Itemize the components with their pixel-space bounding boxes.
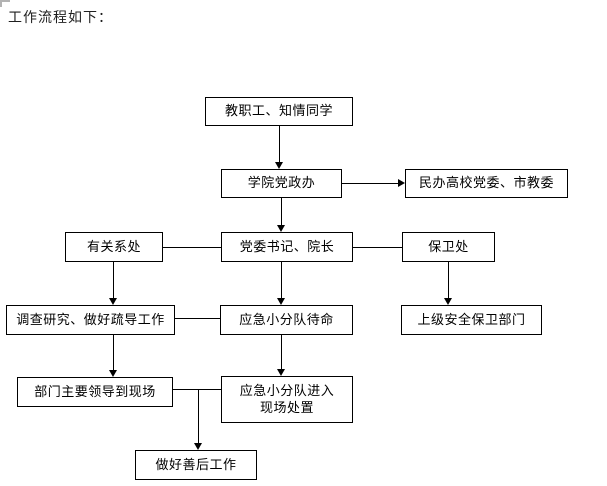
node-emergency-team-standby: 应急小分队待命 <box>220 305 353 335</box>
flowchart-title: 工作流程如下： <box>8 10 113 26</box>
node-superior-security-dept: 上级安全保卫部门 <box>401 305 542 335</box>
connector-departments-secretary-line <box>163 247 221 248</box>
arrowhead-down-icon <box>444 298 452 305</box>
node-party-secretary-dean: 党委书记、院长 <box>221 232 353 262</box>
node-private-college-committee: 民办高校党委、市教委 <box>405 169 568 198</box>
connector-departments-to-investigation-line <box>113 262 114 299</box>
node-dept-leaders-onsite: 部门主要领导到现场 <box>17 377 173 407</box>
node-faculty-staff: 教职工、知情同学 <box>205 97 353 126</box>
arrowhead-down-icon <box>194 443 202 450</box>
connector-office-to-secretary-line <box>281 198 282 226</box>
table-corner-mark <box>0 0 2 7</box>
connector-standby-to-disposal-line <box>281 335 282 370</box>
node-aftermath-work: 做好善后工作 <box>135 450 257 480</box>
connector-investigation-to-leaders-line <box>113 335 114 371</box>
node-security-office: 保卫处 <box>402 232 495 262</box>
arrowhead-down-icon <box>277 225 285 232</box>
connector-security-to-superior-line <box>448 262 449 299</box>
node-party-gov-office: 学院党政办 <box>221 169 342 198</box>
node-related-departments: 有关系处 <box>65 232 163 262</box>
node-investigation-guidance: 调查研究、做好疏导工作 <box>6 305 175 335</box>
node-emergency-team-disposal: 应急小分队进入 现场处置 <box>221 376 353 423</box>
connector-investigation-standby-line <box>175 318 220 319</box>
connector-faculty-to-office-line <box>279 126 280 163</box>
connector-leaders-disposal-line <box>173 389 221 390</box>
connector-secretary-security-line <box>353 247 402 248</box>
arrowhead-down-icon <box>277 298 285 305</box>
arrowhead-down-icon <box>109 298 117 305</box>
connector-secretary-to-standby-line <box>281 262 282 299</box>
arrowhead-down-icon <box>109 370 117 377</box>
table-corner-mark <box>0 0 10 2</box>
connector-office-to-committee-line <box>342 183 399 184</box>
connector-merge-to-aftermath-line <box>198 389 199 444</box>
arrowhead-right-icon <box>398 179 405 187</box>
arrowhead-down-icon <box>275 162 283 169</box>
arrowhead-down-icon <box>277 369 285 376</box>
